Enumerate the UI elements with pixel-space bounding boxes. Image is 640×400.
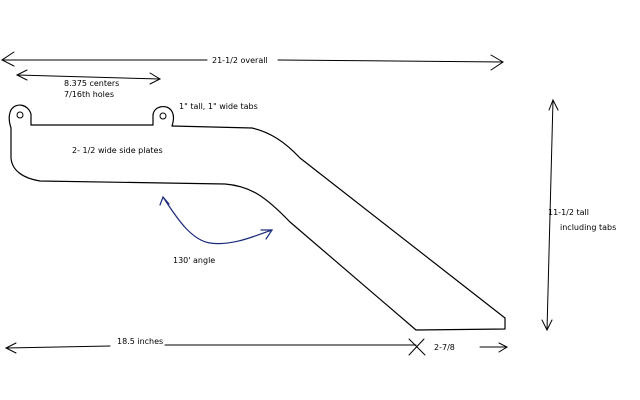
length-label: 18.5 inches [117, 337, 163, 346]
centers-label: 8.375 centers [64, 79, 119, 88]
height-label-line1: 11-1/2 tall [548, 208, 589, 217]
end-width-label: 2-7/8 [434, 343, 455, 352]
end-width-dimension: 2-7/8 [408, 338, 509, 356]
angle-arrow: 130' angle [159, 195, 274, 265]
side-plates-label: 2- 1/2 wide side plates [72, 146, 163, 155]
overall-label: 21-1/2 overall [212, 56, 268, 65]
height-label-line2: including tabs [560, 223, 616, 232]
overall-dimension: 21-1/2 overall [1, 51, 504, 71]
right-hole [159, 112, 167, 120]
angle-label: 130' angle [173, 256, 215, 265]
left-hole [16, 111, 24, 119]
holes-label: 7/16th holes [64, 90, 114, 99]
length-dimension: 18.5 inches [4, 337, 417, 354]
height-dimension: 11-1/2 tall including tabs [541, 98, 616, 332]
bracket-outline [8, 104, 506, 331]
centers-dimension: 8.375 centers 7/16th holes [15, 69, 162, 99]
tabs-label: 1" tall, 1" wide tabs [179, 102, 258, 111]
